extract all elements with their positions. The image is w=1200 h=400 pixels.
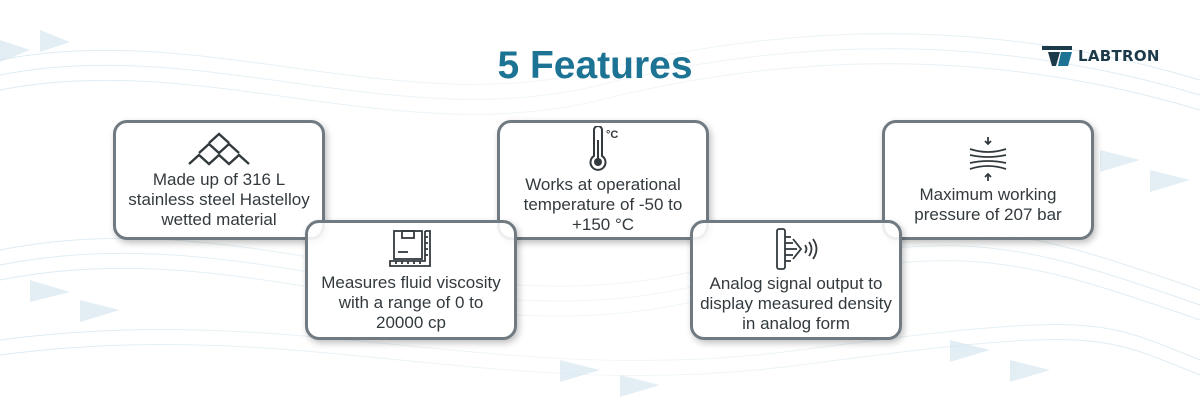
feature-card-viscosity: Measures fluid viscosity with a range of…	[305, 220, 517, 340]
celsius-label: °C	[606, 129, 618, 141]
labtron-logo: LABTRON	[1042, 42, 1160, 70]
feature-text: Works at operational temperature of -50 …	[523, 174, 683, 234]
feature-card-analog-signal: Analog signal output to display measured…	[690, 220, 902, 340]
feature-text: Made up of 316 L stainless steel Hastell…	[128, 169, 310, 229]
feature-card-temperature: °C Works at operational temperature of -…	[497, 120, 709, 240]
feature-card-material: Made up of 316 L stainless steel Hastell…	[113, 120, 325, 240]
labtron-logo-icon	[1042, 46, 1072, 66]
analog-signal-icon	[776, 227, 818, 270]
feature-card-pressure: Maximum working pressure of 207 bar	[882, 120, 1094, 240]
page-title: 5 Features	[497, 44, 693, 87]
ruler-box-icon	[389, 229, 431, 267]
feature-text: Maximum working pressure of 207 bar	[914, 184, 1062, 224]
thermometer-icon: °C	[589, 125, 618, 171]
feature-text: Analog signal output to display measured…	[700, 273, 892, 333]
triangles-material-icon	[188, 131, 250, 166]
feature-text: Measures fluid viscosity with a range of…	[321, 272, 501, 332]
logo-text: LABTRON	[1078, 47, 1160, 65]
pressure-icon	[969, 136, 1007, 181]
